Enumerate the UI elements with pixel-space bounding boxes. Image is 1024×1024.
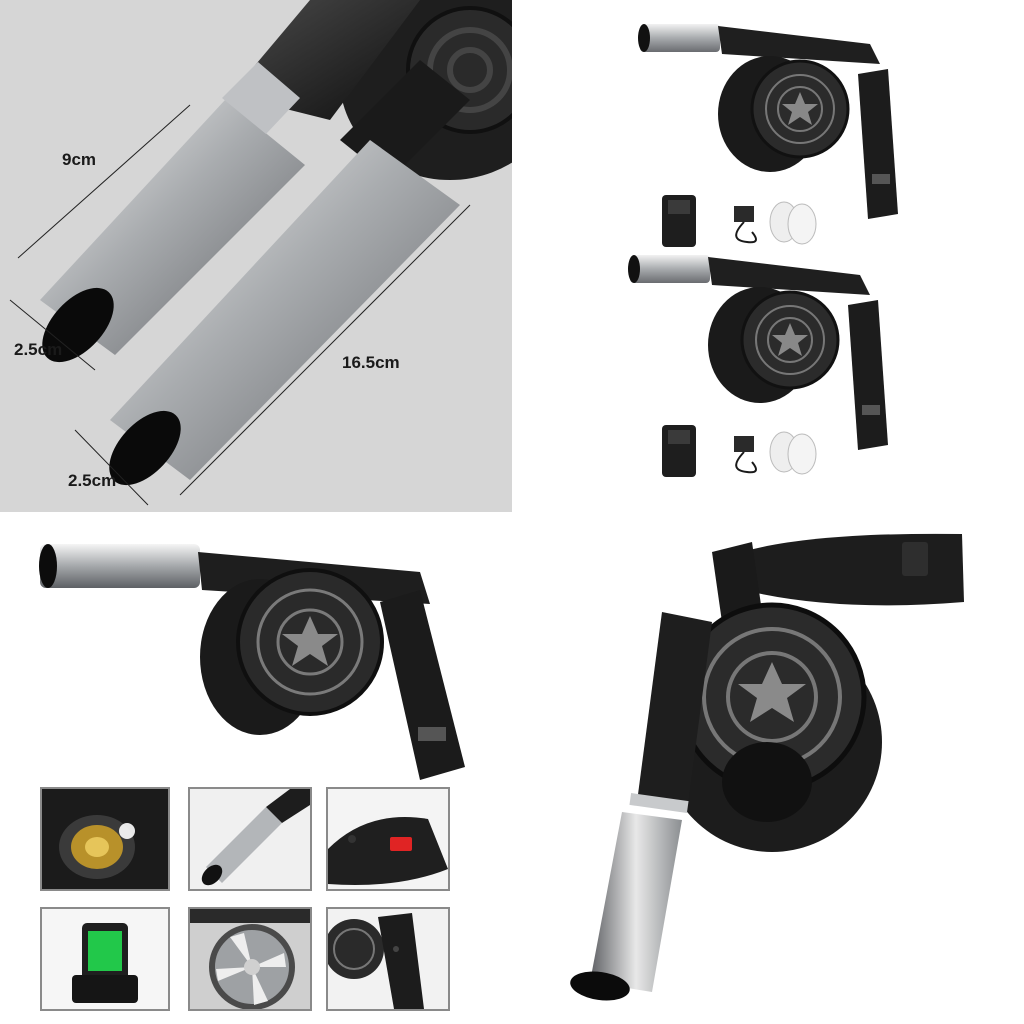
long-tube-length-label: 16.5cm: [342, 353, 400, 372]
thumbnail-motor-closeup[interactable]: [40, 787, 170, 891]
blower-product-image-1: [636, 22, 900, 221]
thumbnail-switch-closeup[interactable]: [326, 787, 450, 891]
impeller-closeup-image: [190, 909, 310, 1009]
long-tube-diameter-label: 2.5cm: [68, 471, 117, 490]
thumbnail-nozzle-closeup[interactable]: [188, 787, 312, 891]
motor-closeup-image: [42, 789, 168, 889]
thumbnail-grille-handle-closeup[interactable]: [326, 907, 450, 1011]
product-details-panel: [0, 512, 512, 1024]
battery-icon: [662, 195, 696, 247]
thumbnail-impeller-closeup[interactable]: [188, 907, 312, 1011]
tube-dimension-panel: 9cm 2.5cm 16.5cm 2.5cm: [0, 0, 512, 512]
charger-icon: [734, 206, 757, 244]
blower-product-image-4: [570, 533, 964, 1001]
short-tube-length-label: 9cm: [62, 150, 97, 169]
product-kit-panel: [512, 0, 1024, 512]
short-tube-diameter-label: 2.5cm: [14, 340, 63, 359]
blower-product-image-2: [626, 253, 890, 452]
tube-closeup-image: [9, 0, 512, 506]
nozzle-closeup-image: [190, 789, 310, 889]
angled-product-panel: [512, 512, 1024, 1024]
thumbnail-battery-closeup[interactable]: [40, 907, 170, 1011]
blower-kit-image: [626, 22, 900, 477]
grille-handle-closeup-image: [328, 909, 448, 1009]
switch-closeup-image: [328, 789, 448, 889]
gloves-icon: [769, 201, 817, 245]
battery-closeup-image: [42, 909, 168, 1009]
blower-product-image-3: [39, 544, 465, 780]
